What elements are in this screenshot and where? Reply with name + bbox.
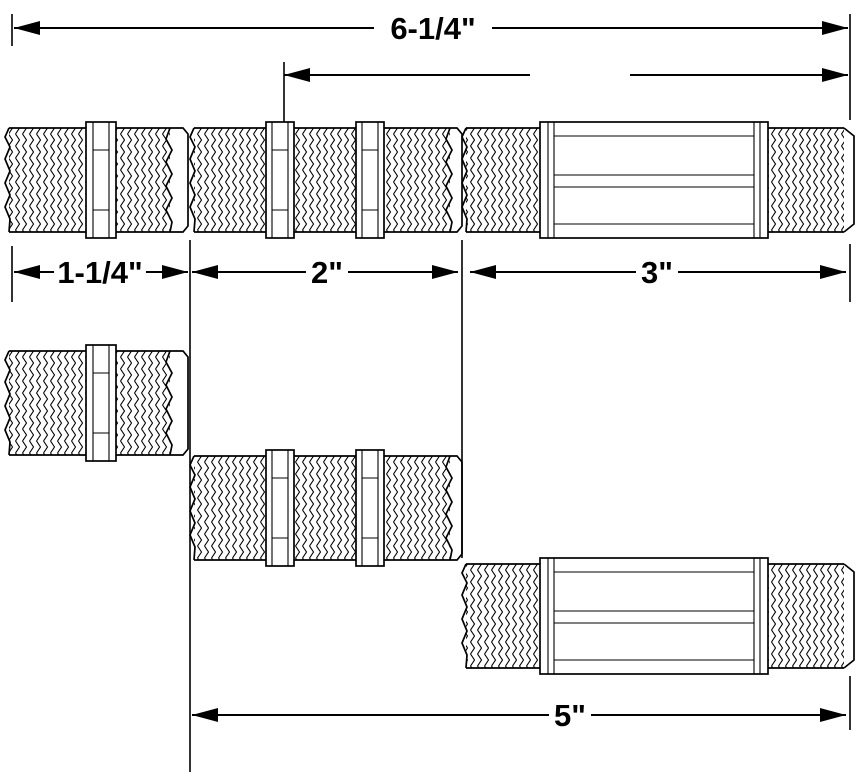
extension-lines [11,14,851,772]
dimension-upper-span [284,68,848,82]
arrow-right [162,265,188,279]
arrow-left [470,265,496,279]
arrow-right [820,708,846,722]
assembled-nipple-row [4,121,855,239]
dimension-label-left: 1-1/4" [57,255,142,290]
arrow-right [822,68,848,82]
arrow-left [14,265,40,279]
exploded-nipple-1-1-4 [4,344,189,462]
dimension-label-right: 3" [641,255,673,290]
dimension-middle-segment: 2" [192,255,458,290]
arrow-right [820,265,846,279]
dimension-right-segment: 3" [470,255,846,290]
arrow-left [284,68,310,82]
arrow-left [14,21,40,35]
dimension-label-overall: 6-1/4" [390,11,475,46]
exploded-nipple-3 [461,557,855,675]
dimension-label-middle: 2" [311,255,343,290]
arrow-right [432,265,458,279]
arrow-left [192,708,218,722]
assembled-nipple-2 [189,121,463,239]
dimension-overall: 6-1/4" [14,11,848,46]
dimension-bottom-span: 5" [192,698,846,733]
exploded-nipple-2 [189,449,463,567]
arrow-left [192,265,218,279]
assembled-nipple-3 [461,121,855,239]
arrow-right [822,21,848,35]
dimension-left-segment: 1-1/4" [14,255,188,290]
dimension-label-bottom: 5" [554,698,586,733]
assembled-nipple-1-1-4 [4,121,189,239]
